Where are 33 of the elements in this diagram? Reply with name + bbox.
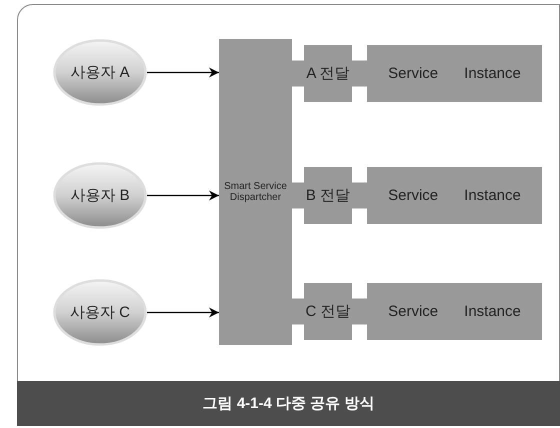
connector-band — [352, 60, 367, 86]
arrow — [147, 308, 219, 318]
node-label: Service — [388, 303, 438, 320]
connector-band — [352, 182, 367, 208]
arrow — [147, 190, 219, 200]
node-label: 사용자 B — [70, 186, 130, 205]
node-label: Service — [388, 187, 438, 204]
forwarding-box — [304, 167, 352, 224]
user-ellipse — [53, 279, 147, 346]
node-label: Instance — [464, 303, 521, 320]
connector-band — [292, 298, 304, 324]
user-ellipse — [53, 39, 147, 106]
node-label: B 전달 — [306, 186, 350, 205]
caption: 그림 4-1-4 다중 공유 방식 — [202, 394, 374, 413]
node-label: A 전달 — [306, 64, 350, 83]
forwarding-box — [304, 283, 352, 340]
forwarding-box — [304, 45, 352, 102]
arrow — [147, 68, 219, 78]
connector-band — [352, 298, 367, 324]
dispatcher-block — [219, 39, 292, 345]
connector-band — [292, 60, 304, 86]
connector-band — [292, 182, 304, 208]
service-instance-box — [367, 167, 542, 224]
node-label: 사용자 C — [70, 303, 130, 322]
service-instance-box — [367, 283, 542, 340]
node-label: 사용자 A — [70, 63, 130, 82]
node-label: Service — [388, 65, 438, 82]
node-label: C 전달 — [306, 302, 350, 321]
node-label: Instance — [464, 187, 521, 204]
service-instance-box — [367, 45, 542, 102]
dispatcher-label: Smart Service Dispartcher — [223, 180, 288, 204]
node-label: Instance — [464, 65, 521, 82]
user-ellipse — [53, 162, 147, 229]
